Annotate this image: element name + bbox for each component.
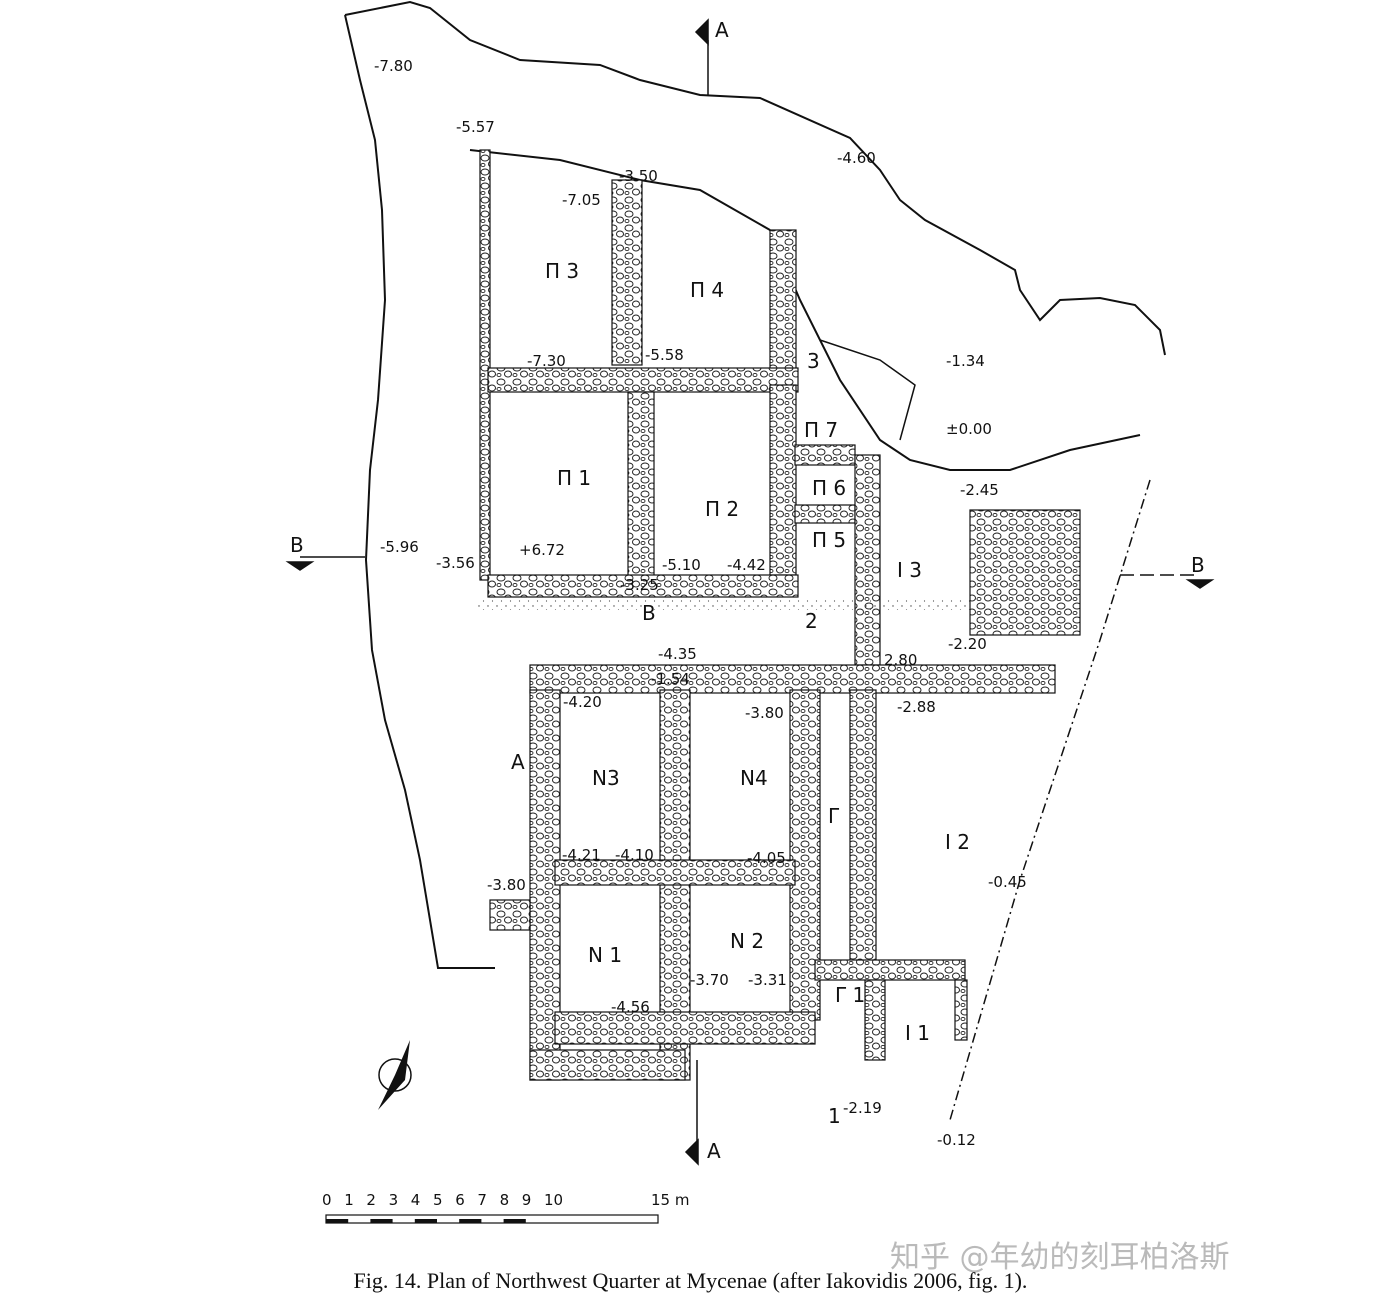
elevation: -3.80 (487, 876, 526, 894)
elevation: 2.80 (884, 651, 917, 669)
elevation: -2.88 (897, 698, 936, 716)
elevation: -4.10 (615, 846, 654, 864)
scale-tick-label: 8 (500, 1191, 510, 1209)
label-pi2: Π 2 (705, 497, 739, 521)
scale-bar-segments (326, 1219, 526, 1223)
scale-segment (326, 1219, 349, 1223)
label-i3: Ι 3 (897, 558, 922, 582)
scale-segment (459, 1219, 482, 1223)
label-r1: 1 (828, 1104, 841, 1128)
label-n1: N 1 (588, 943, 622, 967)
elevation-labels: -7.80 -5.57 -3.50 -4.60 -7.05 -7.30 -5.5… (374, 57, 1027, 1149)
elevation: -1.34 (946, 352, 985, 370)
elevation: -1.54 (651, 670, 690, 688)
elevation: -0.12 (937, 1131, 976, 1149)
watermark: 知乎 @年幼的刻耳柏洛斯 (890, 1240, 1230, 1275)
elevation: -3.50 (619, 167, 658, 185)
elevation: -2.20 (948, 635, 987, 653)
elevation: -2.45 (960, 481, 999, 499)
section-b-right: B (1191, 553, 1205, 577)
elevation: -3.80 (745, 704, 784, 722)
walls-lower (489, 509, 1081, 1081)
elevation: -4.21 (562, 846, 601, 864)
label-gamma1: Γ 1 (835, 983, 865, 1007)
east-boundary (949, 479, 1151, 1121)
north-arrow-icon (378, 1040, 412, 1110)
elevation: -0.45 (988, 873, 1027, 891)
section-a-top: A (715, 18, 729, 42)
section-lines (285, 18, 1215, 1166)
scale-tick-label: 6 (455, 1191, 465, 1209)
slope-line (769, 229, 1141, 471)
elevation: -4.56 (611, 998, 650, 1016)
label-i1: Ι 1 (905, 1021, 930, 1045)
elevation: -4.20 (563, 693, 602, 711)
room3-outline (819, 339, 916, 441)
walls-upper (478, 149, 978, 666)
label-n2: N 2 (730, 929, 764, 953)
label-r2: 2 (805, 609, 818, 633)
section-b-left: B (290, 533, 304, 557)
elevation: -3.25 (620, 576, 659, 594)
scale-segment (414, 1219, 437, 1223)
elevation: ±0.00 (946, 420, 992, 438)
elevation: -5.57 (456, 118, 495, 136)
elevation: -7.30 (527, 352, 566, 370)
label-pi7: Π 7 (804, 418, 838, 442)
figure-caption: Fig. 14. Plan of Northwest Quarter at My… (353, 1268, 1028, 1293)
elevation: -7.80 (374, 57, 413, 75)
scale-tick-label: 7 (477, 1191, 487, 1209)
scale-tick-label: 1 (344, 1191, 354, 1209)
scarp-hatch (344, 14, 495, 969)
elevation: -5.96 (380, 538, 419, 556)
label-pi6: Π 6 (812, 476, 846, 500)
scale-segment (370, 1219, 393, 1223)
section-a-bottom: A (707, 1139, 721, 1163)
scale-tick-label: 4 (411, 1191, 421, 1209)
label-i2: Ι 2 (945, 830, 970, 854)
scale-tick-label: 5 (433, 1191, 443, 1209)
scale-tick-label: 9 (522, 1191, 532, 1209)
label-a: A (511, 750, 525, 774)
label-b: B (642, 601, 656, 625)
elevation: -4.42 (727, 556, 766, 574)
elevation: -7.05 (562, 191, 601, 209)
elevation: +6.72 (519, 541, 565, 559)
label-n3: N3 (592, 766, 620, 790)
elevation: -5.10 (662, 556, 701, 574)
excavation-boundary (344, 0, 1166, 356)
elevation: -3.56 (436, 554, 475, 572)
elevation: -5.58 (645, 346, 684, 364)
scale-end-label: 15 m (651, 1191, 689, 1209)
elevation: -3.31 (748, 971, 787, 989)
elevation: -4.05 (747, 849, 786, 867)
scale-tick-label: 3 (389, 1191, 399, 1209)
label-n4: N4 (740, 766, 768, 790)
elevation: -2.19 (843, 1099, 882, 1117)
elevation: -4.60 (837, 149, 876, 167)
label-pi5: Π 5 (812, 528, 846, 552)
label-r3: 3 (807, 349, 820, 373)
scale-segment (503, 1219, 526, 1223)
scale-tick-label: 2 (366, 1191, 376, 1209)
scale-tick-label: 0 (322, 1191, 332, 1209)
label-pi1: Π 1 (557, 466, 591, 490)
scale-tick-label: 10 (544, 1191, 563, 1209)
label-pi3: Π 3 (545, 259, 579, 283)
label-pi4: Π 4 (690, 278, 724, 302)
label-gamma: Γ (828, 804, 840, 828)
room-labels: Π 3 Π 4 Π 1 Π 2 Π 7 Π 6 Π 5 Ι 3 3 2 B N3… (511, 259, 970, 1128)
section-markers: A A B B (290, 18, 1205, 1163)
elevation: -3.70 (690, 971, 729, 989)
elevation: -4.35 (658, 645, 697, 663)
